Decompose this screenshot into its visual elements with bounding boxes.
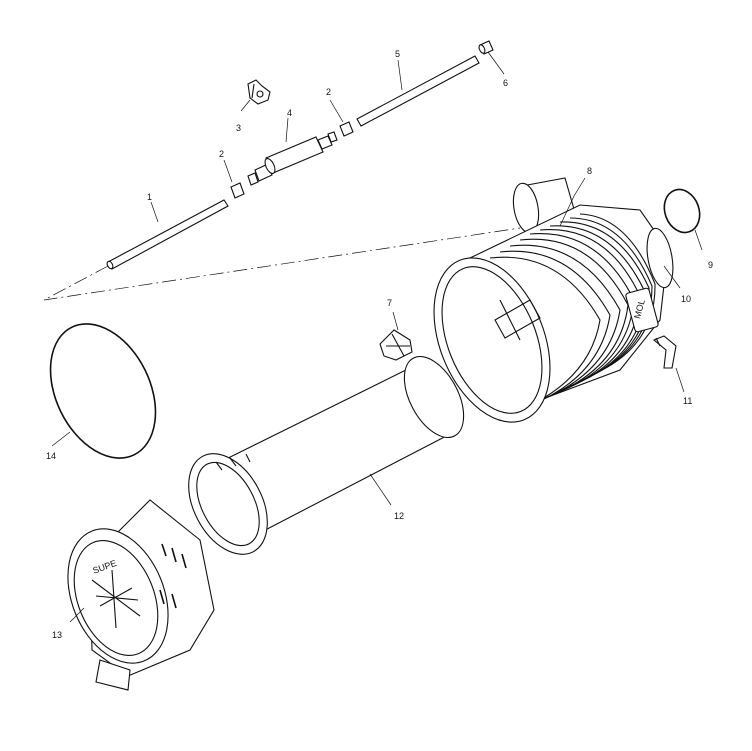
callout-2-lower: 2 <box>219 149 224 159</box>
callout-10: 10 <box>681 294 691 304</box>
callout-8: 8 <box>587 166 592 176</box>
callout-1: 1 <box>147 192 152 202</box>
leader-lines <box>51 51 703 623</box>
part-12-filter-element <box>188 355 465 555</box>
indicator-mark-text: MOL <box>632 298 647 319</box>
callout-13: 13 <box>52 630 62 640</box>
callout-4: 4 <box>287 108 292 118</box>
part-3-clip <box>247 79 271 105</box>
callout-5: 5 <box>395 49 400 59</box>
part-6-cap <box>478 40 494 55</box>
part-2-sleeve-lower <box>230 182 245 199</box>
callout-7: 7 <box>387 298 392 308</box>
callout-12: 12 <box>394 511 404 521</box>
callout-14: 14 <box>46 451 56 461</box>
part-9-o-ring <box>663 188 701 234</box>
part-8-housing: MOL <box>433 177 674 423</box>
callout-3: 3 <box>236 123 241 133</box>
part-5-tube <box>356 55 480 127</box>
callout-2-upper: 2 <box>326 87 331 97</box>
callout-labels: 1 2 3 4 2 5 6 8 9 10 7 11 12 13 14 <box>46 49 713 640</box>
callout-9: 9 <box>708 260 713 270</box>
callout-11: 11 <box>683 396 692 406</box>
part-1-tube <box>106 199 229 270</box>
phantom-reference-line <box>43 227 521 301</box>
part-14-gasket-ring <box>49 323 157 459</box>
part-11-elbow-fitting <box>652 335 677 369</box>
part-13-end-cover: SUPE <box>67 499 215 691</box>
part-4-valve-body <box>247 131 338 186</box>
part-2-sleeve-upper <box>339 121 354 137</box>
callout-6: 6 <box>503 78 508 88</box>
part-7-evacuator-valve <box>379 329 413 361</box>
